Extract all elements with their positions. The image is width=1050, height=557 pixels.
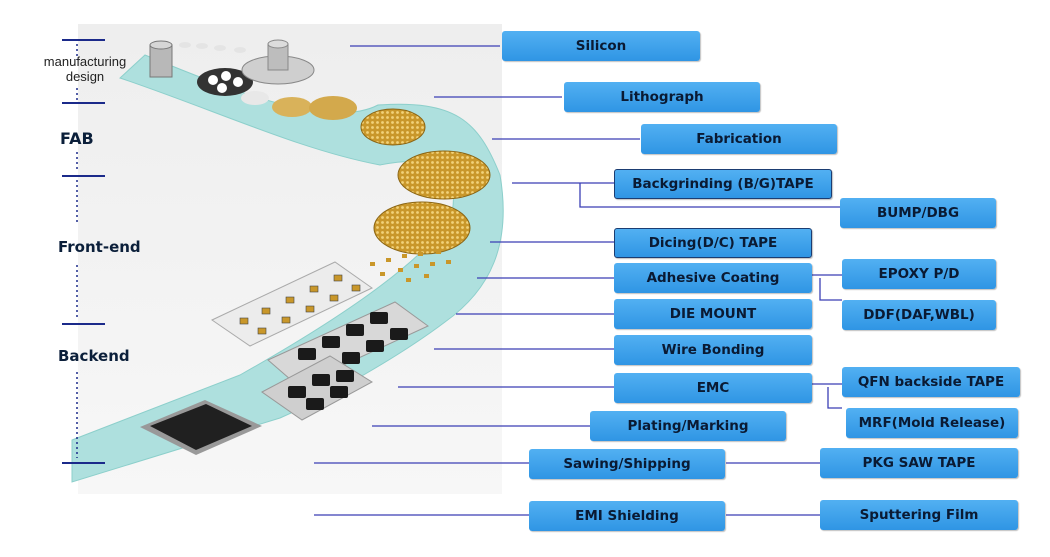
wafer-icon xyxy=(397,150,491,200)
wafer-icon xyxy=(272,96,357,120)
stage-manufacturing-design: manufacturing design xyxy=(43,54,127,84)
diced-dies-icon xyxy=(370,250,451,282)
step-emi-shielding: EMI Shielding xyxy=(529,501,725,531)
material-qfn-backside-tape: QFN backside TAPE xyxy=(842,367,1020,397)
wafer-icon xyxy=(373,201,471,255)
chip-package-icon xyxy=(140,400,262,455)
step-silicon: Silicon xyxy=(502,31,700,61)
connector-lines xyxy=(314,45,842,516)
step-lithograph: Lithograph xyxy=(564,82,760,112)
material-sputtering-film: Sputtering Film xyxy=(820,500,1018,530)
wafer-icon xyxy=(360,108,426,146)
material-pkg-saw-tape: PKG SAW TAPE xyxy=(820,448,1018,478)
conveyor-belt xyxy=(71,54,504,483)
step-adhesive-coating: Adhesive Coating xyxy=(614,263,812,293)
step-dicing: Dicing(D/C) TAPE xyxy=(614,228,812,258)
step-wire-bonding: Wire Bonding xyxy=(614,335,812,365)
step-die-mount: DIE MOUNT xyxy=(614,299,812,329)
stage-backend: Backend xyxy=(58,347,130,365)
stage-markers xyxy=(62,39,105,464)
step-fabrication: Fabrication xyxy=(641,124,837,154)
molded-board-icon xyxy=(261,355,373,421)
material-epoxy-pd: EPOXY P/D xyxy=(842,259,996,289)
material-ddf: DDF(DAF,WBL) xyxy=(842,300,996,330)
step-plating-marking: Plating/Marking xyxy=(590,411,786,441)
step-sawing-shipping: Sawing/Shipping xyxy=(529,449,725,479)
material-mrf: MRF(Mold Release) xyxy=(846,408,1018,438)
leadframe-board-icon xyxy=(210,261,373,347)
stage-front-end: Front-end xyxy=(58,238,141,256)
wire-bonded-board-icon xyxy=(267,301,429,387)
step-backgrinding: Backgrinding (B/G)TAPE xyxy=(614,169,832,199)
material-bump-dbg: BUMP/DBG xyxy=(840,198,996,228)
step-emc: EMC xyxy=(614,373,812,403)
stage-fab: FAB xyxy=(60,129,94,148)
wafer-stage-icon xyxy=(197,39,315,105)
silicon-ingot-icon xyxy=(149,40,246,78)
